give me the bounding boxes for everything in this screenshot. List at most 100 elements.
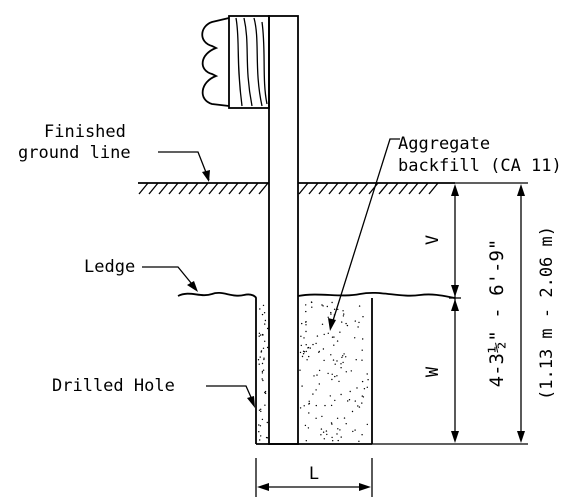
aggregate-stipple-dot bbox=[333, 336, 335, 338]
aggregate-stipple-dot bbox=[264, 319, 267, 322]
ground-hatch-line bbox=[208, 182, 219, 195]
aggregate-stipple-dot bbox=[299, 369, 301, 371]
aggregate-stipple-dot bbox=[261, 378, 263, 380]
aggregate-stipple-dot bbox=[301, 322, 303, 325]
aggregate-stipple-dot bbox=[327, 316, 329, 318]
aggregate-stipple-dot bbox=[366, 423, 368, 426]
aggregate-stipple-dot bbox=[259, 308, 261, 310]
aggregate-stipple-dot bbox=[306, 359, 308, 361]
ground-hatch-line bbox=[318, 182, 329, 195]
ground-hatch-line bbox=[388, 182, 399, 195]
aggregate-stipple-dot bbox=[261, 313, 264, 316]
aggregate-stipple-dot bbox=[264, 390, 267, 393]
aggregate-stipple-dot bbox=[358, 440, 360, 442]
ground-hatch-line bbox=[138, 182, 149, 195]
dimension-w-label: W bbox=[423, 366, 443, 377]
aggregate-stipple-dot bbox=[264, 391, 266, 394]
aggregate-stipple-dot bbox=[334, 399, 336, 402]
dimension-v-w bbox=[449, 184, 461, 443]
dimension-total-metric: (1.13 m - 2.06 m) bbox=[537, 226, 557, 400]
aggregate-stipple-dot bbox=[301, 355, 304, 358]
aggregate-stipple-dot bbox=[264, 340, 266, 342]
aggregate-stipple-dot bbox=[354, 429, 356, 431]
ground-hatch-line bbox=[298, 182, 309, 195]
ground-hatch-line bbox=[428, 182, 439, 195]
aggregate-stipple-dot bbox=[261, 372, 264, 374]
post bbox=[268, 15, 299, 445]
aggregate-stipple-dot bbox=[345, 356, 347, 358]
drilled-hole-leader bbox=[206, 385, 255, 405]
aggregate-stipple-dot bbox=[259, 425, 262, 427]
aggregate-stipple-dot bbox=[305, 324, 307, 326]
aggregate-stipple-dot bbox=[318, 369, 321, 372]
ground-hatch-line bbox=[418, 182, 429, 195]
aggregate-stipple-dot bbox=[341, 321, 343, 323]
aggregate-stipple-dot bbox=[257, 359, 260, 361]
aggregate-stipple-dot bbox=[316, 335, 319, 337]
aggregate-stipple-dot bbox=[352, 430, 354, 433]
aggregate-stipple-dot bbox=[266, 346, 269, 349]
aggregate-stipple-dot bbox=[265, 436, 268, 439]
aggregate-stipple-dot bbox=[361, 402, 363, 404]
aggregate-stipple-dot bbox=[356, 387, 358, 389]
aggregate-stipple-dot bbox=[316, 374, 318, 376]
aggregate-stipple-dot bbox=[305, 440, 307, 442]
aggregate-stipple-dot bbox=[302, 350, 305, 352]
dimension-l-label: L bbox=[309, 464, 319, 484]
aggregate-stipple-dot bbox=[322, 305, 324, 307]
aggregate-stipple-dot bbox=[318, 350, 320, 353]
aggregate-stipple-dot bbox=[366, 373, 368, 375]
aggregate-stipple-dot bbox=[304, 424, 307, 427]
aggregate-stipple-dot bbox=[303, 337, 305, 339]
aggregate-stipple-dot bbox=[330, 422, 333, 424]
ground-hatch-line bbox=[178, 182, 189, 195]
label-aggregate-2: backfill (CA 11) bbox=[398, 156, 562, 176]
aggregate-stipple-dot bbox=[361, 434, 363, 436]
aggregate-stipple-dot bbox=[342, 355, 344, 357]
ground-hatch-line bbox=[348, 182, 359, 195]
aggregate-stipple-dot bbox=[315, 404, 317, 407]
aggregate-stipple-dot bbox=[357, 326, 359, 328]
aggregate-stipple-dot bbox=[305, 321, 307, 323]
aggregate-stipple-dot bbox=[336, 375, 338, 377]
aggregate-stipple-dot bbox=[346, 324, 349, 327]
aggregate-stipple-dot bbox=[331, 373, 333, 375]
ground-hatch-line bbox=[358, 182, 369, 195]
aggregate-stipple-dot bbox=[299, 407, 302, 409]
aggregate-stipple-dot bbox=[345, 423, 347, 425]
ground-hatch-line bbox=[158, 182, 169, 195]
aggregate-stipple-dot bbox=[258, 332, 261, 334]
aggregate-stipple-dot bbox=[336, 340, 339, 342]
label-drilled-hole: Drilled Hole bbox=[52, 376, 175, 396]
aggregate-leader bbox=[330, 138, 400, 328]
ground-hatch-line bbox=[168, 182, 179, 195]
aggregate-stipple-dot bbox=[337, 439, 339, 442]
aggregate-stipple-dot bbox=[333, 344, 335, 346]
aggregate-stipple-dot bbox=[336, 433, 338, 435]
aggregate-stipple-dot bbox=[324, 404, 326, 407]
aggregate-stipple-dot bbox=[263, 358, 265, 361]
aggregate-stipple-dot bbox=[349, 390, 351, 393]
aggregate-stipple-dot bbox=[305, 330, 307, 333]
aggregate-stipple-dot bbox=[361, 395, 363, 397]
aggregate-stipple-dot bbox=[307, 347, 309, 349]
aggregate-stipple-dot bbox=[340, 367, 342, 369]
aggregate-stipple-dot bbox=[315, 389, 317, 391]
ground-hatch-line bbox=[368, 182, 379, 195]
aggregate-stipple-dot bbox=[354, 400, 356, 402]
aggregate-stipple-dot bbox=[307, 427, 310, 429]
aggregate-stipple-dot bbox=[327, 372, 329, 375]
aggregate-stipple-dot bbox=[262, 379, 264, 382]
aggregate-stipple-dot bbox=[305, 344, 307, 346]
aggregate-stipple-dot bbox=[262, 369, 265, 371]
aggregate-stipple-dot bbox=[261, 362, 264, 365]
aggregate-stipple-dot bbox=[339, 331, 341, 333]
aggregate-stipple-dot bbox=[338, 380, 340, 383]
aggregate-stipple-dot bbox=[321, 323, 324, 325]
aggregate-stipple-dot bbox=[260, 410, 262, 413]
dimension-total-imperial: 4-3½" - 6'-9" bbox=[486, 239, 508, 388]
aggregate-stipple-dot bbox=[342, 315, 345, 317]
aggregate-stipple-dot bbox=[330, 404, 333, 407]
aggregate-stipple-dot bbox=[311, 306, 313, 308]
aggregate-stipple-dot bbox=[322, 348, 325, 350]
